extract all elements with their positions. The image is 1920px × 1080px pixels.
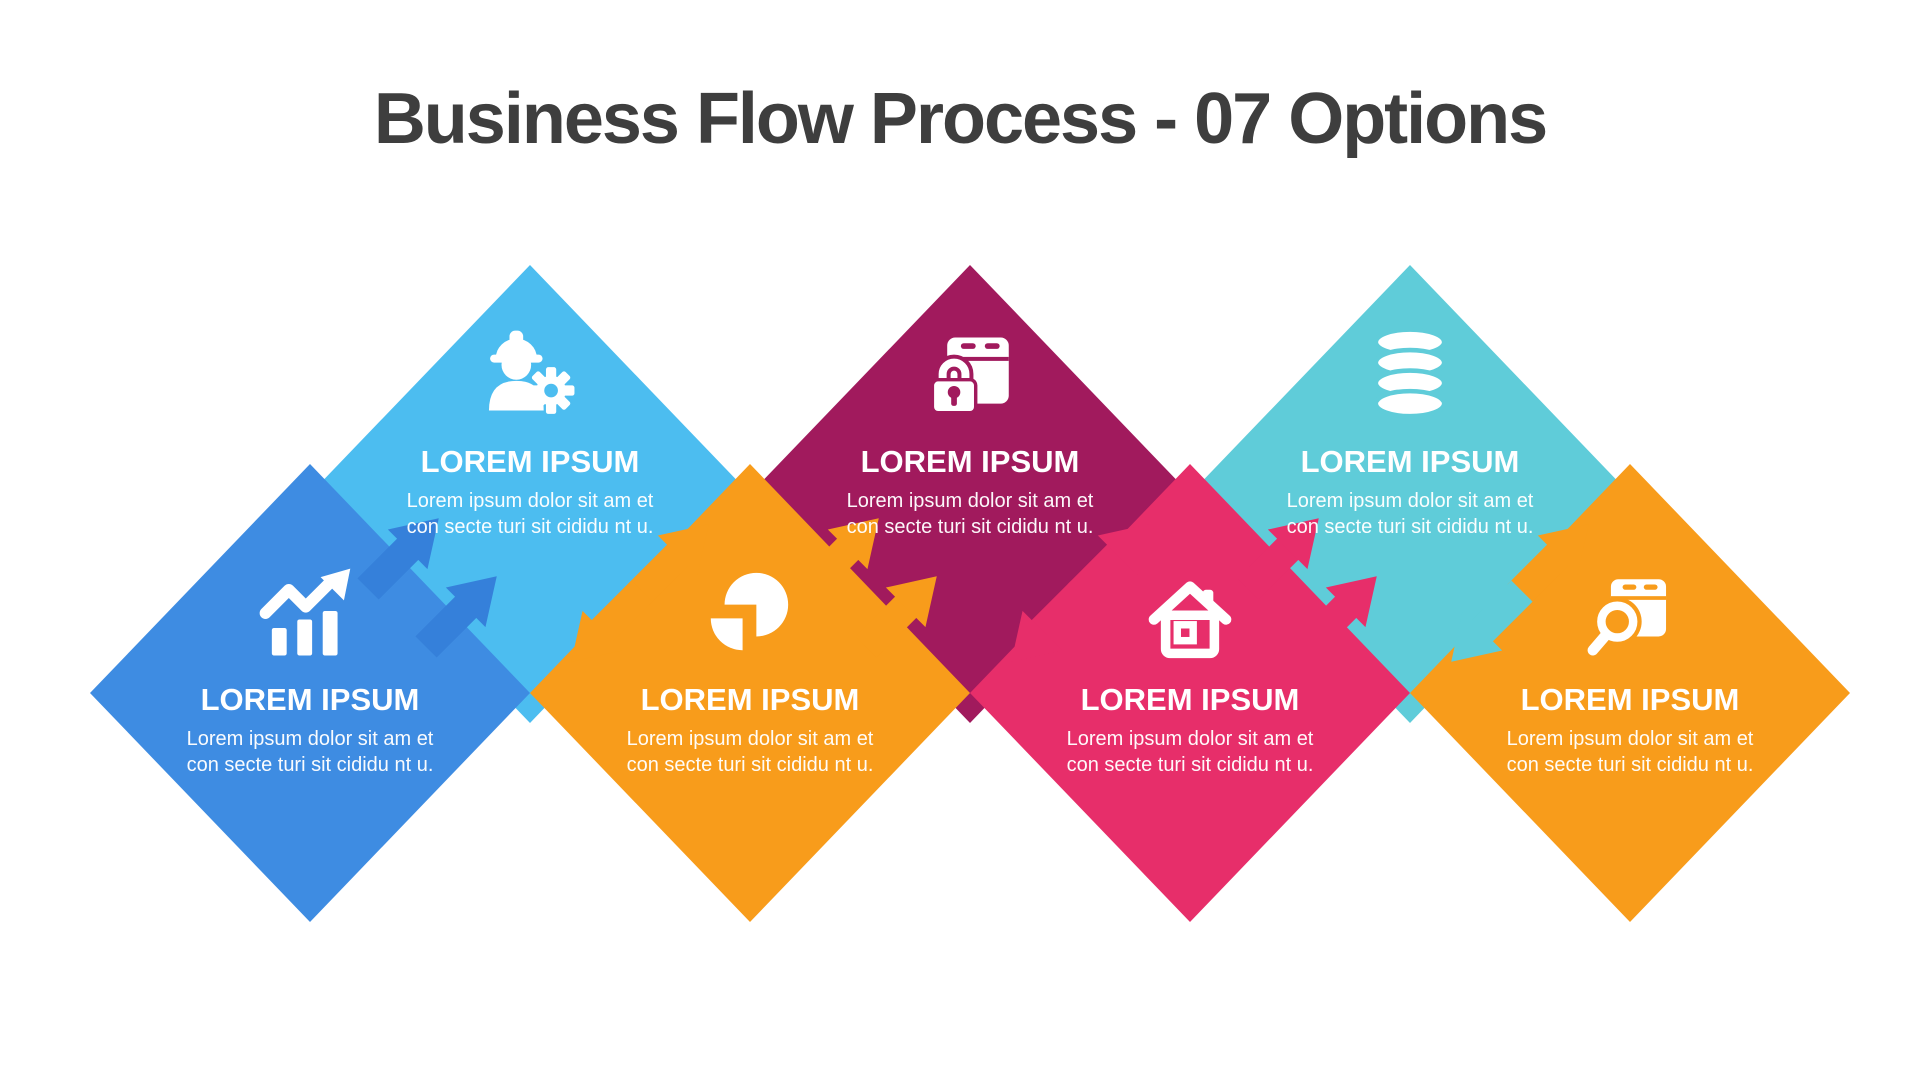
- junction-arrows-1-2: [320, 473, 540, 693]
- junction-arrows-4-5: [970, 483, 1190, 703]
- junction-arrows-3-4: [760, 473, 980, 693]
- junction-arrows-5-6: [1200, 473, 1420, 693]
- page-title: Business Flow Process - 07 Options: [373, 79, 1548, 159]
- junction-arrows-2-3: [530, 483, 750, 703]
- junction-arrows-6-7: [1410, 483, 1630, 703]
